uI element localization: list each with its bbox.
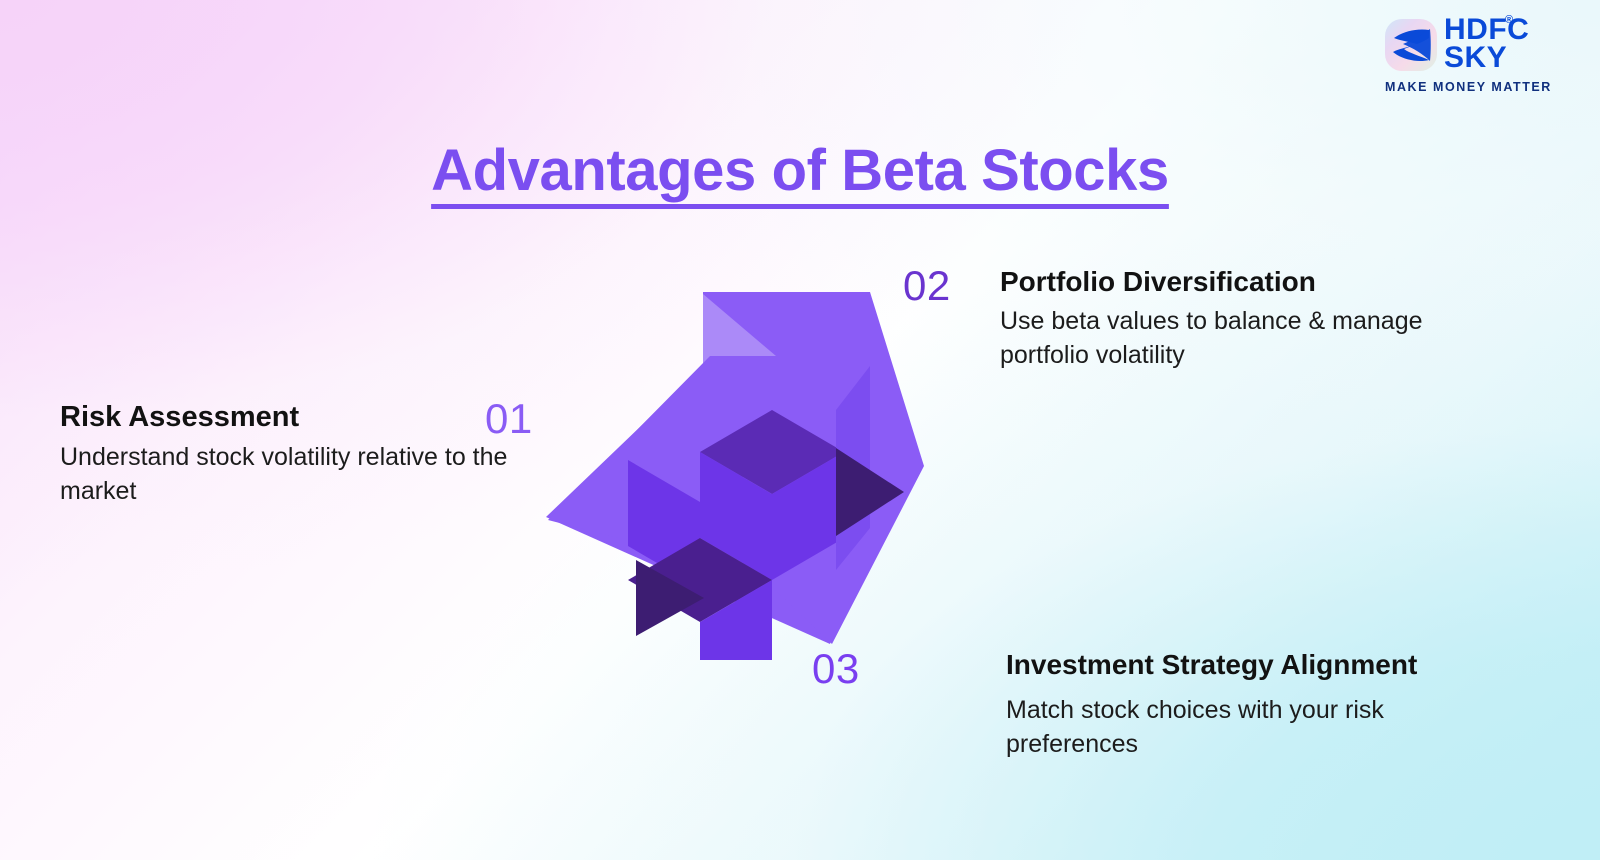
advantage-1-number: 01 bbox=[485, 395, 533, 442]
advantage-3-heading: Investment Strategy Alignment bbox=[1006, 649, 1418, 680]
advantage-1-heading: Risk Assessment bbox=[60, 401, 300, 433]
page-title: Advantages of Beta Stocks bbox=[431, 137, 1169, 203]
advantage-item-1: Risk Assessment Understand stock volatil… bbox=[60, 400, 520, 508]
trademark-symbol: ® bbox=[1505, 14, 1514, 26]
brand-logo: HDFC SKY ® MAKE MONEY MATTER bbox=[1384, 14, 1584, 96]
hdfc-sky-swoosh-logo-icon bbox=[1384, 18, 1438, 72]
advantage-3-body: Match stock choices with your risk prefe… bbox=[1006, 696, 1384, 759]
brand-tagline: MAKE MONEY MATTER bbox=[1385, 80, 1552, 94]
advantage-2-body: Use beta values to balance & manage port… bbox=[1000, 307, 1423, 370]
brand-name-line1: HDFC bbox=[1444, 13, 1530, 46]
advantage-2-number: 02 bbox=[903, 262, 951, 309]
advantage-3-number: 03 bbox=[812, 645, 860, 692]
brand-name-line2: SKY bbox=[1444, 40, 1508, 74]
advantage-2-heading: Portfolio Diversification bbox=[1000, 266, 1316, 297]
advantage-1-body: Understand stock volatility relative to … bbox=[60, 443, 508, 506]
brand-wordmark: HDFC SKY bbox=[1444, 13, 1530, 74]
isometric-arrow-cubes-icon bbox=[540, 270, 960, 660]
advantage-item-2: Portfolio Diversification Use beta value… bbox=[1000, 265, 1470, 372]
advantage-item-3: Investment Strategy Alignment Match stoc… bbox=[903, 648, 1463, 761]
